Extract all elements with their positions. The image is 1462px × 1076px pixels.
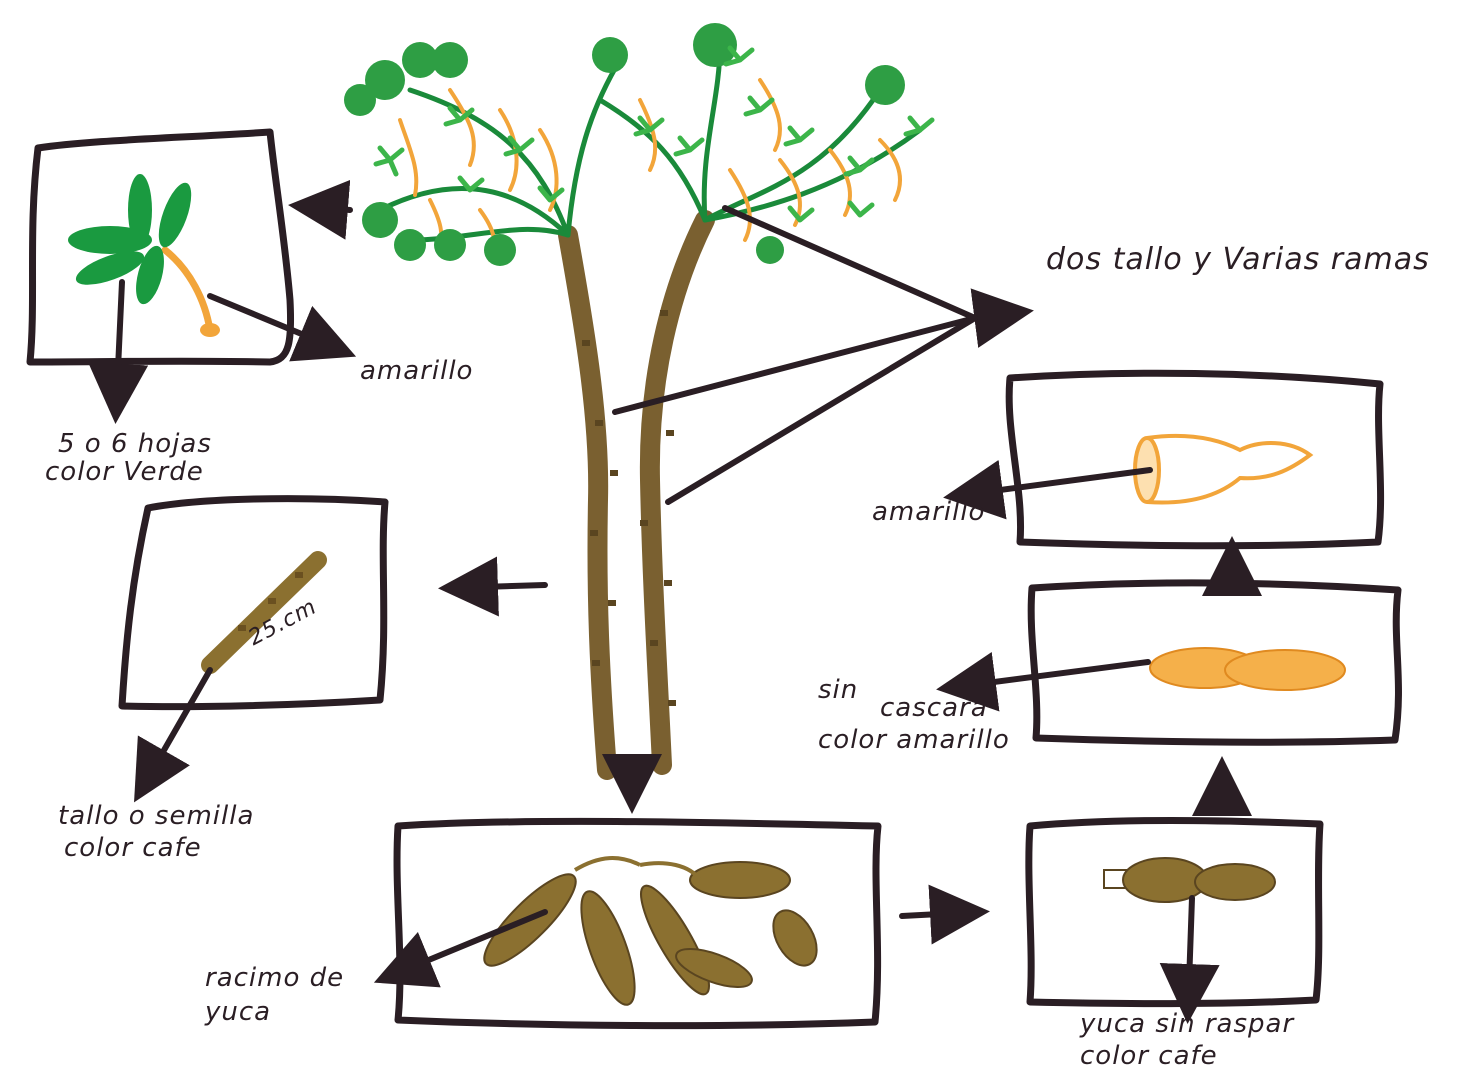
root-cluster-illustration [473,858,825,1011]
right-stem [650,220,705,765]
label-leaves-color: color Verde [45,456,204,488]
cut-root-illustration [1135,436,1310,503]
arrow-unpeeled [1188,898,1192,1012]
arrow-peeled [948,662,1148,688]
arrow-to-stem-frame [450,585,545,588]
label-stem-seed: tallo o semilla [58,800,254,832]
arrow-to-leaf-frame [300,206,350,210]
frame-cut [1009,373,1380,546]
label-cluster-2: yuca [205,996,271,1028]
left-stem [568,235,607,770]
pointer-canopy [725,208,975,318]
label-peeled-1: sin [818,674,858,706]
label-stem-seed-color: color cafe [64,832,202,864]
arrow-stems-main [975,312,1022,318]
label-unpeeled: yuca sin raspar [1080,1008,1294,1040]
label-stems-branches: dos tallo y Varias ramas [1046,244,1430,276]
peeled-root-illustration [1150,648,1345,690]
arrow-leaf-count [116,282,122,412]
arrow-to-unpeeled-frame [902,912,978,916]
arrow-stem-seed [140,670,210,792]
label-leaf-stalk-color: amarillo [360,355,473,387]
arrow-cut [955,470,1150,496]
label-cut-color: amarillo [872,496,985,528]
frame-unpeeled [1029,821,1320,1004]
pointer-right-stem [668,318,975,502]
label-peeled-3: color amarillo [818,724,1010,756]
label-peeled-2: cascara [880,692,988,724]
frame-leaf [30,132,291,362]
label-cluster: racimo de [205,962,344,994]
frame-stem-seed [122,499,385,707]
label-unpeeled-color: color cafe [1080,1040,1218,1072]
arrow-leaf-stalk [210,296,345,352]
unpeeled-root-illustration [1104,858,1275,902]
leaf-illustration [68,174,220,337]
